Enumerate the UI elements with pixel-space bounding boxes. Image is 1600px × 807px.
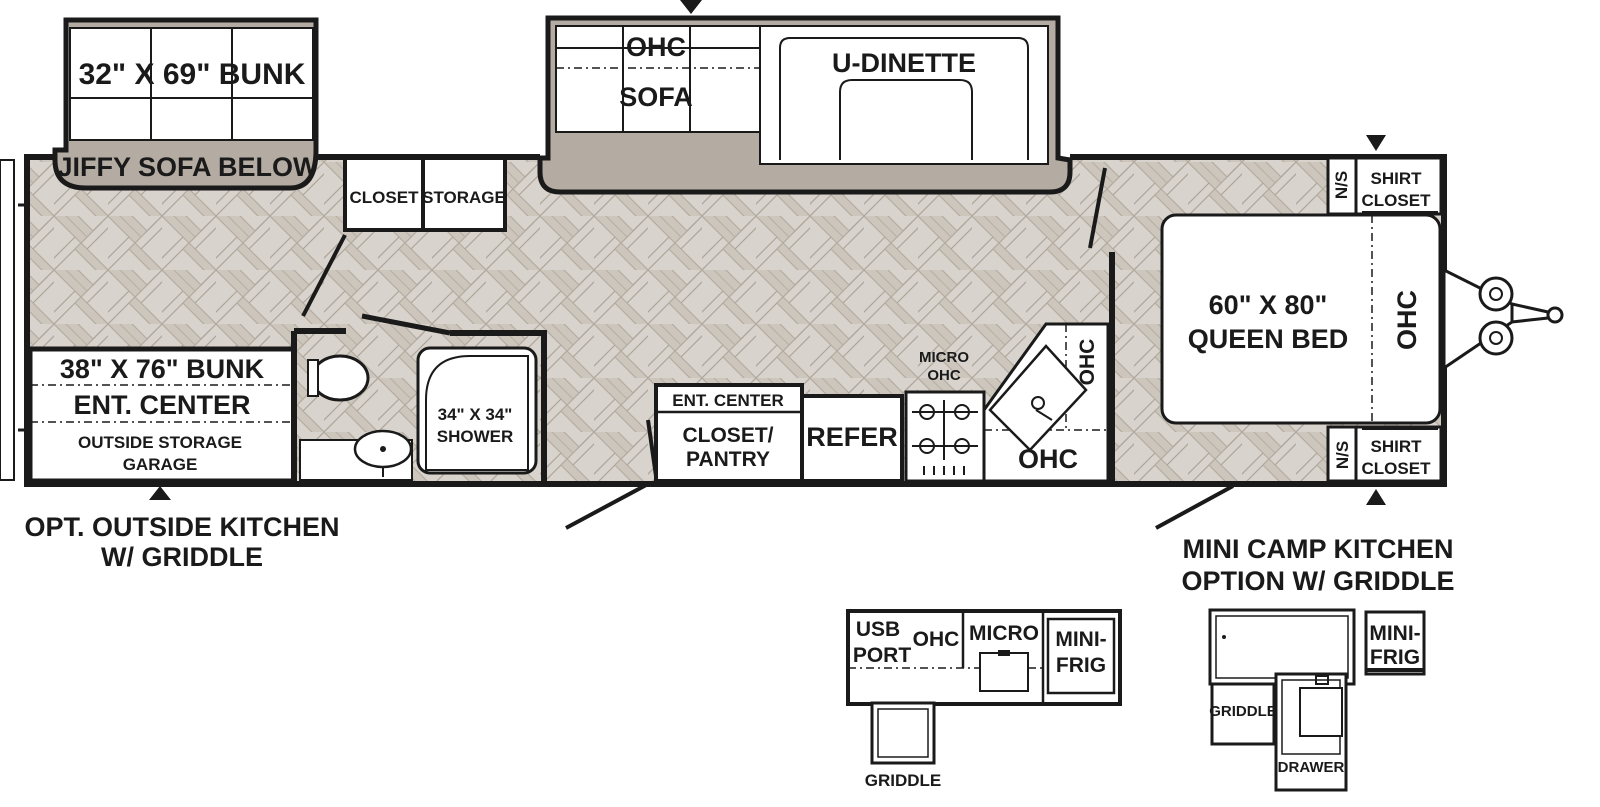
- outside-storage-label: OUTSIDE STORAGE: [78, 433, 242, 452]
- bunk-top-label: 32" X 69" BUNK: [79, 58, 306, 91]
- rear-bunk: [27, 346, 297, 500]
- u-dinette-label: U-DINETTE: [832, 48, 976, 78]
- outside-mini-frig-label-2: FRIG: [1056, 654, 1106, 677]
- opt-outside-kitchen-title: OPT. OUTSIDE KITCHEN: [24, 512, 339, 542]
- rear-ent-center-label: ENT. CENTER: [73, 390, 250, 420]
- outside-mini-frig-label-1: MINI-: [1055, 628, 1106, 651]
- closet-pantry-label-2: PANTRY: [686, 448, 770, 471]
- jiffy-sofa-label: JIFFY SOFA BELOW: [57, 152, 319, 182]
- kitchen: [565, 322, 1110, 530]
- queen-bed-label: QUEEN BED: [1188, 324, 1349, 354]
- queen-bed-size-label: 60" X 80": [1209, 290, 1328, 320]
- outside-griddle-label: GRIDDLE: [865, 771, 942, 790]
- bedroom: [1088, 135, 1443, 530]
- shirt-closet-bottom-1: SHIRT: [1371, 437, 1423, 456]
- ohc-kitchen-side-label: OHC: [1076, 339, 1099, 386]
- shirt-closet-bottom-2: CLOSET: [1362, 459, 1432, 478]
- outside-ohc-label: OHC: [913, 628, 960, 651]
- usb-label: USB: [856, 618, 900, 641]
- rear-bunk-label: 38" X 76" BUNK: [60, 354, 265, 384]
- camp-kitchen-diagram: [1208, 608, 1426, 792]
- shower-label: SHOWER: [437, 427, 514, 446]
- garage-label: GARAGE: [123, 455, 198, 474]
- micro-ohc-label: OHC: [927, 367, 961, 384]
- ohc-bed-label: OHC: [1392, 290, 1422, 350]
- camp-griddle-label: GRIDDLE: [1209, 703, 1277, 720]
- shirt-closet-top-1: SHIRT: [1371, 169, 1423, 188]
- bunk-slide: [52, 17, 319, 191]
- shower-size-label: 34" X 34": [438, 405, 513, 424]
- camp-drawer-label: DRAWER: [1278, 759, 1345, 776]
- closet-storage: [301, 156, 507, 317]
- storage-label: STORAGE: [422, 188, 506, 207]
- ns-bottom-label: N/S: [1333, 441, 1352, 469]
- outside-micro-label: MICRO: [969, 622, 1039, 645]
- mini-camp-subtitle: OPTION W/ GRIDDLE: [1182, 566, 1455, 596]
- refer-label: REFER: [806, 422, 898, 452]
- closet-pantry-label-1: CLOSET/: [682, 424, 773, 447]
- ohc-kitchen-bottom-label: OHC: [1018, 444, 1078, 474]
- sofa-label: SOFA: [619, 82, 693, 112]
- camp-mini-frig-label-1: MINI-: [1369, 622, 1420, 645]
- camp-mini-frig-label-2: FRIG: [1370, 646, 1420, 669]
- micro-label: MICRO: [919, 349, 969, 366]
- bathroom: [291, 313, 547, 481]
- mini-camp-title: MINI CAMP KITCHEN: [1182, 534, 1453, 564]
- shirt-closet-top-2: CLOSET: [1362, 191, 1432, 210]
- opt-outside-kitchen-subtitle: W/ GRIDDLE: [101, 542, 263, 572]
- living-slide: [537, 0, 1073, 195]
- usb-port-label: PORT: [853, 644, 912, 667]
- outside-kitchen-diagram: [846, 609, 1122, 765]
- ns-top-label: N/S: [1332, 171, 1351, 199]
- closet-label: CLOSET: [350, 188, 420, 207]
- ohc-sofa-label: OHC: [626, 32, 686, 62]
- kitchen-ent-center-label: ENT. CENTER: [672, 391, 783, 410]
- hitch: [1442, 267, 1564, 371]
